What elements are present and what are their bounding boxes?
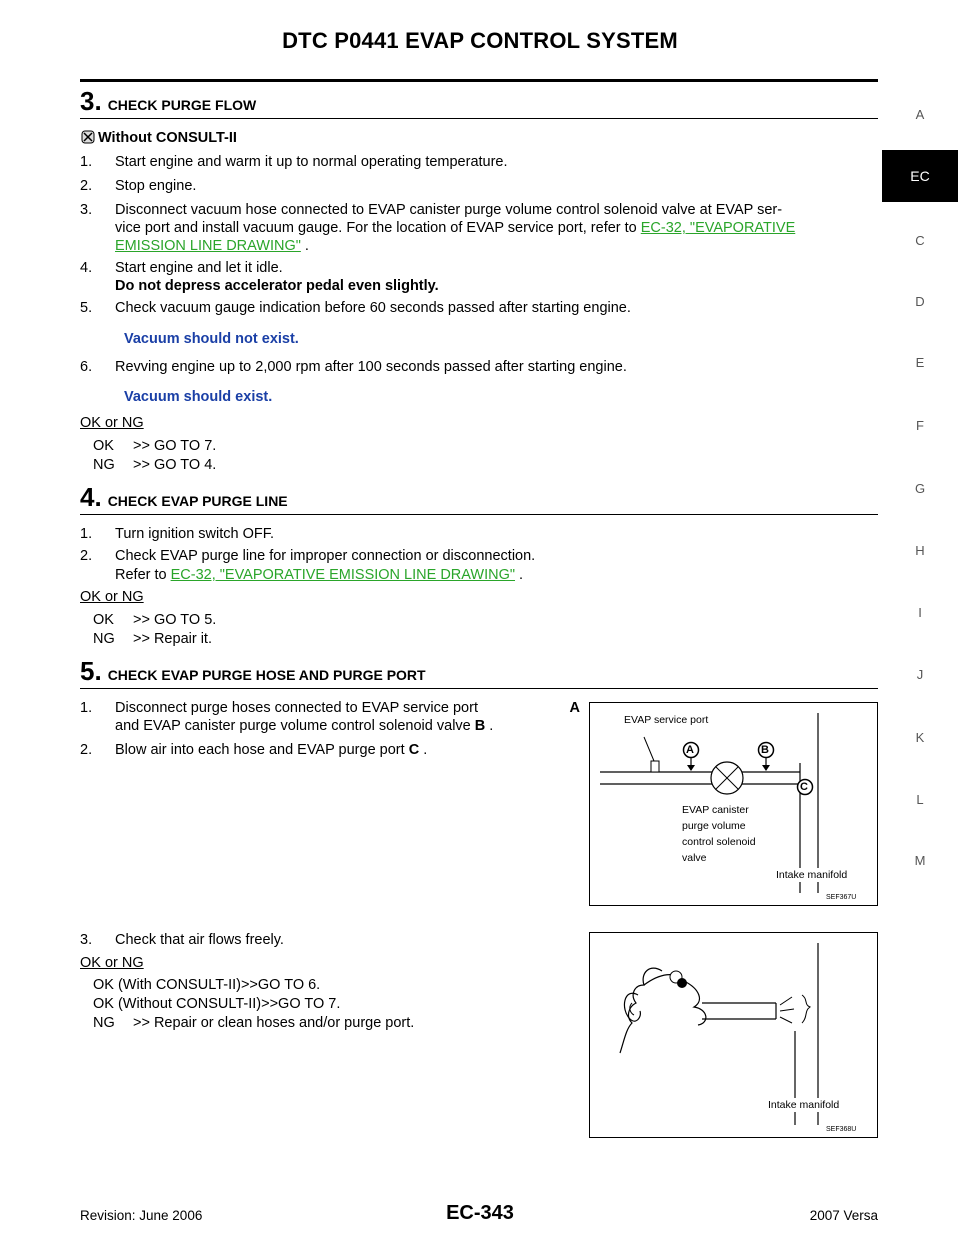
- link-evap-drawing-1[interactable]: EC-32, "EVAPORATIVE: [640, 220, 796, 236]
- step3-item-3c: EMISSION LINE DRAWING" .: [115, 238, 309, 254]
- link-evap-drawing-1b[interactable]: EMISSION LINE DRAWING": [115, 238, 301, 254]
- no-consult-icon: [81, 130, 95, 144]
- step3-heading: 3. CHECK PURGE FLOW: [80, 86, 256, 117]
- label-valve-4: valve: [682, 852, 707, 864]
- label-valve-3: control solenoid: [682, 836, 756, 848]
- step3-okng: OK or NG: [80, 415, 144, 431]
- step4-rule: [80, 514, 878, 515]
- sidetab-h[interactable]: H: [915, 543, 925, 558]
- step3-item-4b: Do not depress accelerator pedal even sl…: [115, 278, 439, 294]
- step4-item-2a: 2.Check EVAP purge line for improper con…: [80, 548, 536, 564]
- sidetab-i[interactable]: I: [918, 605, 922, 620]
- sidetab-l[interactable]: L: [916, 792, 924, 807]
- step3-ng: NG>> GO TO 4.: [93, 457, 217, 473]
- figure-blow-air: Intake manifold SEF368U: [589, 932, 878, 1138]
- step3-spec-5: Vacuum should not exist.: [124, 331, 299, 347]
- figure-code-2: SEF368U: [826, 1126, 857, 1133]
- step3-item-4a: 4.Start engine and let it idle.: [80, 260, 283, 276]
- sidetab-j[interactable]: J: [916, 667, 924, 682]
- sidetab-m[interactable]: M: [914, 853, 926, 868]
- step4-item-2b: Refer to EC-32, "EVAPORATIVE EMISSION LI…: [115, 567, 524, 583]
- step4-ng: NG>> Repair it.: [93, 631, 212, 647]
- step3-ok: OK>> GO TO 7.: [93, 438, 217, 454]
- step5-heading: 5. CHECK EVAP PURGE HOSE AND PURGE PORT: [80, 656, 426, 687]
- link-evap-drawing-2[interactable]: EC-32, "EVAPORATIVE EMISSION LINE DRAWIN…: [170, 567, 516, 583]
- marker-b: B: [761, 744, 769, 756]
- label-intake-manifold-2: Intake manifold: [768, 1098, 840, 1112]
- step5-item-1b: and EVAP canister purge volume control s…: [115, 718, 494, 734]
- footer-revision: Revision: June 2006: [80, 1208, 203, 1223]
- step4-ok: OK>> GO TO 5.: [93, 612, 217, 628]
- sidetab-ec-active[interactable]: EC: [882, 150, 958, 202]
- label-intake-manifold-1: Intake manifold: [776, 868, 848, 882]
- step3-spec-6: Vacuum should exist.: [124, 389, 273, 405]
- step5-item-2: 2.Blow air into each hose and EVAP purge…: [80, 742, 428, 758]
- header-rule: [80, 79, 878, 82]
- blow-air-diagram: [619, 943, 819, 1125]
- step5-result-1: OK (With CONSULT-II)>>GO TO 6.: [93, 977, 321, 993]
- sidetab-k[interactable]: K: [915, 730, 925, 745]
- label-service-port: EVAP service port: [624, 714, 709, 726]
- figure-evap-purge-line: EVAP service port A B C EVAP canister pu…: [589, 702, 878, 906]
- footer-page-number: EC-343: [446, 1202, 514, 1224]
- step3-item-2: 2.Stop engine.: [80, 178, 197, 194]
- sidetab-g[interactable]: G: [914, 481, 926, 496]
- step5-result-3: NG>> Repair or clean hoses and/or purge …: [93, 1015, 415, 1031]
- mode-label: Without CONSULT-II: [98, 130, 237, 146]
- step4-item-1: 1.Turn ignition switch OFF.: [80, 526, 275, 542]
- step4-okng: OK or NG: [80, 589, 144, 605]
- step4-number: 4.: [80, 482, 102, 512]
- page-title: DTC P0441 EVAP CONTROL SYSTEM: [282, 28, 678, 53]
- marker-a: A: [686, 744, 694, 756]
- footer-model: 2007 Versa: [809, 1208, 878, 1223]
- step5-item-3: 3.Check that air flows freely.: [80, 932, 284, 948]
- step4-title: CHECK EVAP PURGE LINE: [107, 493, 288, 509]
- step5-item-1a: 1.Disconnect purge hoses connected to EV…: [80, 700, 580, 716]
- marker-c: C: [800, 781, 808, 793]
- evap-purge-line-diagram: [600, 713, 819, 893]
- step5-title: CHECK EVAP PURGE HOSE AND PURGE PORT: [107, 667, 426, 683]
- figure-code-1: SEF367U: [826, 894, 857, 901]
- step3-item-5: 5.Check vacuum gauge indication before 6…: [80, 300, 631, 316]
- step3-rule: [80, 118, 878, 119]
- mode-line: Without CONSULT-II: [80, 128, 237, 148]
- step3-title: CHECK PURGE FLOW: [107, 97, 257, 113]
- step3-item-3a: 3.Disconnect vacuum hose connected to EV…: [80, 202, 783, 218]
- sidetab-e[interactable]: E: [915, 355, 925, 370]
- sidetab-f[interactable]: F: [916, 418, 924, 433]
- sidetab-a[interactable]: A: [915, 107, 925, 122]
- sidetab-d[interactable]: D: [915, 294, 925, 309]
- step3-number: 3.: [80, 86, 102, 116]
- label-valve-2: purge volume: [682, 820, 746, 832]
- step4-heading: 4. CHECK EVAP PURGE LINE: [80, 482, 288, 513]
- step3-item-3b: vice port and install vacuum gauge. For …: [115, 220, 796, 236]
- step5-result-2: OK (Without CONSULT-II)>>GO TO 7.: [93, 996, 341, 1012]
- step5-rule: [80, 688, 878, 689]
- step5-okng: OK or NG: [80, 955, 144, 971]
- step3-item-1: 1.Start engine and warm it up to normal …: [80, 154, 508, 170]
- label-valve-1: EVAP canister: [682, 804, 749, 816]
- step5-number: 5.: [80, 656, 102, 686]
- sidetab-c[interactable]: C: [915, 233, 925, 248]
- step3-item-6: 6.Revving engine up to 2,000 rpm after 1…: [80, 359, 627, 375]
